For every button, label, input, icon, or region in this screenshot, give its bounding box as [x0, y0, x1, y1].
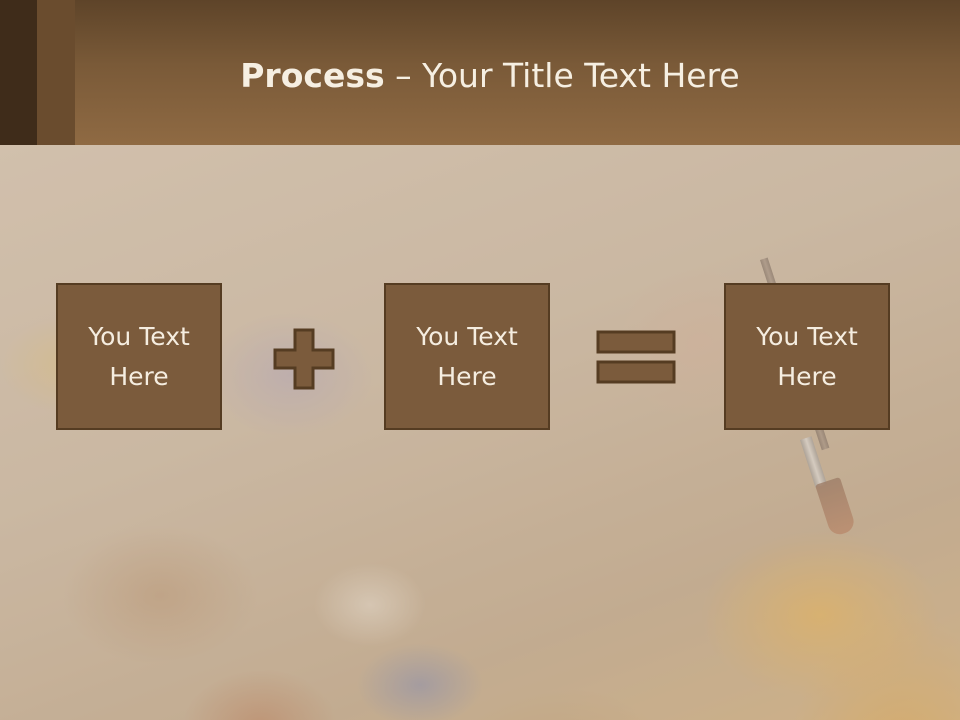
- process-box-1[interactable]: You Text Here: [56, 283, 222, 430]
- plus-icon: [273, 328, 335, 390]
- header-stripe-dark: [0, 0, 37, 145]
- header-stripe-mid: [37, 0, 75, 145]
- process-box-2-text: You Text Here: [416, 321, 518, 391]
- title-bold-part: Process: [240, 56, 385, 95]
- painted-palette-background: [0, 145, 960, 720]
- process-box-3-text: You Text Here: [756, 321, 858, 391]
- process-box-3[interactable]: You Text Here: [724, 283, 890, 430]
- equals-icon: [596, 330, 676, 384]
- slide-title[interactable]: Process – Your Title Text Here: [75, 48, 905, 104]
- title-rest-part: – Your Title Text Here: [384, 56, 740, 95]
- background-wash: [0, 145, 960, 720]
- process-box-2[interactable]: You Text Here: [384, 283, 550, 430]
- process-box-1-text: You Text Here: [88, 321, 190, 391]
- title-bar: Process – Your Title Text Here: [0, 0, 960, 145]
